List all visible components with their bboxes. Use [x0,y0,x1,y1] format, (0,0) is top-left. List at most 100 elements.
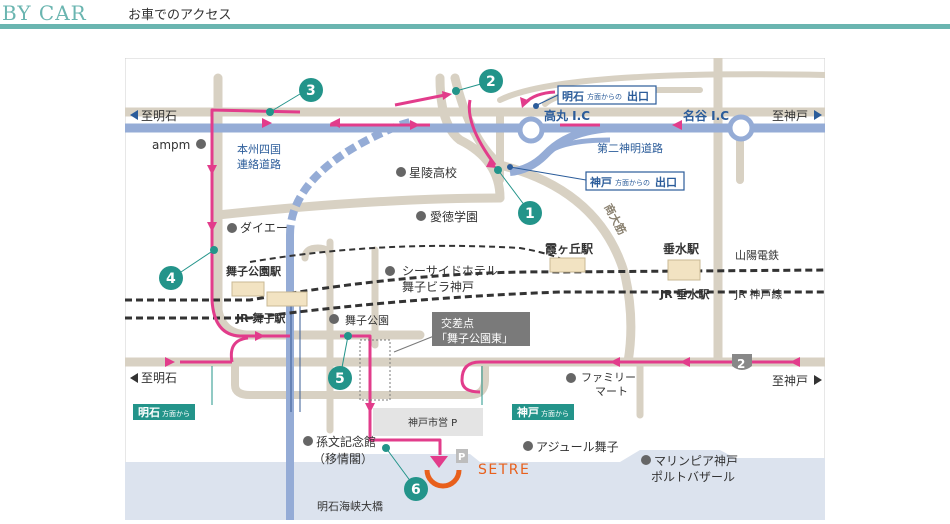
arrow-east-3 [255,331,265,341]
exit-from-akashi: 明石 方面からの 出口 [533,85,657,109]
destination-arrow [430,456,448,468]
to-kobe-top-label: 至神戸 [772,109,808,123]
route-2-shield: 2 [732,354,752,371]
arrow-south-1 [207,165,217,175]
arrow-west-5 [672,120,682,130]
jr-maiko-station-label: JR 舞子駅 [235,311,285,325]
road-upper [497,71,825,103]
natani-ic-ring [727,114,755,142]
marker-6-label: 6 [411,482,421,498]
arrow-west-3 [680,357,690,367]
marinepia-dot [641,455,651,465]
takamaru-ic-ring [517,116,545,144]
route-ramp-2 [467,99,497,166]
route-akashi-turn [229,336,249,363]
to-akashi-top-label: 至明石 [141,109,177,123]
route-ramp-arrow [394,93,446,107]
to-kobe-bottom-arrow [814,375,822,385]
akashi-direction-suffix: 方面から [162,409,190,418]
parking-area [373,408,483,436]
arrow-west-4 [790,357,800,367]
famima-label-1: ファミリー [581,371,636,384]
setre-logo-text: SETRE [478,462,530,478]
marinepia-label-2: ポルトバザール [651,470,735,484]
maiko-koen-station-box [231,281,265,297]
kobe-direction-tag: 神戸 方面から [481,366,574,420]
maiko-koen-station-label: 舞子公園駅 [226,264,281,278]
arrow-exit-akashi [520,97,530,108]
page-header: BY CAR お車でのアクセス [0,0,950,30]
ampm-dot [196,139,206,149]
to-kobe-top-arrow [814,110,822,120]
daiei-label: ダイエー [240,220,288,235]
parking-icon-letter: P [458,452,465,463]
maiko-koen-label: 舞子公園 [345,314,389,327]
exit-from-kobe: 神戸 方面からの 出口 [507,164,685,191]
expressway-ramp [543,137,611,157]
setre-logo-arc [424,469,462,489]
kasumigaoka-station-label: 霞ヶ丘駅 [545,241,594,256]
azur-dot [523,441,533,451]
sea-area [125,450,825,520]
tunnel-road [286,118,412,236]
arrow-east-4 [165,357,175,367]
exit-from-kobe-suffix: 方面からの [615,178,650,187]
jr-maiko-station-box [266,291,308,307]
section-subtitle: お車でのアクセス [128,8,232,23]
place-dots [196,139,651,465]
route-from-kobe [460,360,800,394]
aitoku-dot [416,211,426,221]
parking-icon [456,449,468,463]
sonbun-label-2: （移情閣） [313,452,373,466]
to-akashi-bottom-label: 至明石 [141,371,177,385]
maiko-koen-dot [329,314,339,324]
arrow-south-3 [365,403,375,413]
sonbun-dot [303,436,313,446]
natani-ic-label: 名谷 I.C [683,108,729,123]
section-title: BY CAR [2,1,87,25]
akashi-bridge-label: 明石海峡大橋 [317,499,383,513]
arrow-west-2 [610,357,620,367]
jr-kobe-line [125,290,825,320]
sonbun-label-1: 孫文記念館 [316,434,376,449]
jr-kobe-line-label: JR 神戸線 [734,287,782,301]
map-svg: 至明石 至神戸 至明石 至神戸 本州四国 連絡道路 第二神明道路 高丸 I.C … [125,58,825,520]
seaside-dot [385,266,395,276]
marker-3 [299,78,323,102]
callout-line-1: 交差点 [441,316,474,330]
setre-logo: SETRE [424,462,530,489]
to-akashi-bottom-arrow [130,373,138,383]
arrow-west-1 [330,118,340,128]
marker-4-label: 4 [166,271,176,287]
ampm-label: ampm [152,138,190,152]
tarumi-station-box [667,259,701,281]
aitoku-label: 愛徳学園 [430,209,478,224]
marker-1 [518,201,542,225]
parking-label: 神戸市営 P [408,416,457,429]
famima-label-2: マート [595,385,628,398]
azur-label: アジュール舞子 [536,440,619,454]
route-down-left [210,170,290,338]
kobe-direction-city: 神戸 [517,405,539,419]
tarumi-station-label: 垂水駅 [663,241,700,256]
takamaru-ic-label: 高丸 I.C [544,108,590,123]
kobe-direction-suffix: 方面から [541,409,569,418]
seaside-label-2: 舞子ビラ神戸 [402,280,474,294]
marker-3-label: 3 [306,83,316,99]
numbered-markers: 1 2 3 4 5 6 [159,69,542,501]
seiryo-label: 星陵高校 [409,165,457,180]
exit-from-akashi-suffix: 方面からの [587,92,622,101]
marinepia-label-1: マリンピア神戸 [654,454,738,468]
kasumigaoka-station-box [549,257,586,273]
seaside-label-1: シーサイドホテル [402,264,498,278]
to-kobe-bottom-label: 至神戸 [772,374,808,388]
arrow-east-1 [262,118,272,128]
road-shodai [495,160,636,367]
marker-5-label: 5 [335,371,345,387]
access-map: 至明石 至神戸 至明石 至神戸 本州四国 連絡道路 第二神明道路 高丸 I.C … [125,58,825,520]
akashi-direction-tag: 明石 方面から [133,366,213,420]
exit-from-akashi-city: 明石 [562,90,584,103]
jr-tarumi-station-label: JR 垂水駅 [659,287,709,301]
arrow-east-2 [410,120,420,130]
honshu-shikoku-label-1: 本州四国 [237,142,281,156]
